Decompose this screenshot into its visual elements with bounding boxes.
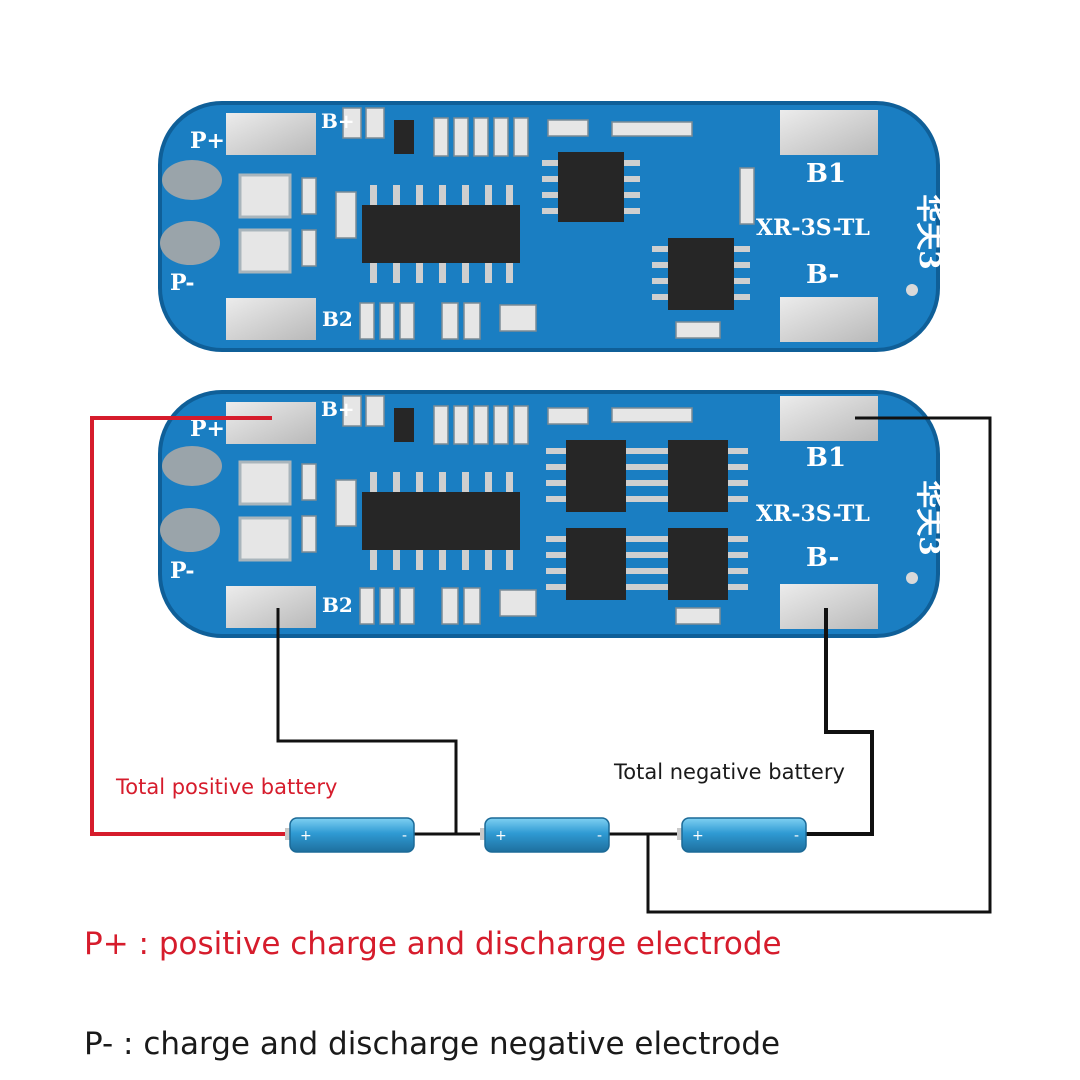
- square-pad: [238, 516, 292, 562]
- ic-protection-chip: [362, 492, 520, 550]
- label-brand: 华夫3: [913, 194, 946, 269]
- label-b-plus: B+: [321, 109, 355, 133]
- battery-cell-3: + -: [677, 817, 807, 853]
- square-pad: [238, 460, 292, 506]
- pcb-substrate: [158, 101, 940, 352]
- mosfet-pins: [542, 160, 750, 300]
- pad-p-plus: [226, 113, 316, 155]
- label-b1: B1: [806, 443, 846, 473]
- label-p-plus: P+: [190, 128, 225, 154]
- cell-minus-sign: -: [794, 828, 799, 844]
- label-total-negative-battery: Total negative battery: [613, 760, 845, 784]
- mosfet-pins: [546, 448, 748, 590]
- mosfet-chip: [566, 528, 626, 600]
- cell-plus-sign: +: [692, 828, 704, 844]
- pcb-board-top: P+ P- B+ B2 B1 B- XR-3S-TL 华夫3: [158, 101, 946, 352]
- ic-pins-top: [370, 185, 513, 283]
- pad-b2: [226, 298, 316, 340]
- solder-blob-p-minus: [160, 508, 220, 552]
- caption-p-minus: P- : charge and discharge negative elect…: [84, 1026, 781, 1062]
- mosfet-chip: [668, 440, 728, 512]
- label-model: XR-3S-TL: [756, 501, 870, 527]
- label-b-minus: B-: [806, 260, 839, 290]
- cell-plus-sign: +: [495, 828, 507, 844]
- battery-cell-1: + -: [285, 817, 415, 853]
- mounting-hole: [906, 284, 918, 296]
- square-pad: [238, 173, 292, 219]
- ic-pins: [370, 472, 513, 570]
- solder-blob-p-plus: [162, 446, 222, 486]
- cell-plus-sign: +: [300, 828, 312, 844]
- wire-b1: [646, 416, 992, 914]
- label-b1: B1: [806, 159, 846, 189]
- mosfet-chip: [558, 152, 624, 222]
- label-p-minus: P-: [170, 558, 194, 584]
- diode: [394, 120, 414, 154]
- label-model: XR-3S-TL: [756, 215, 870, 241]
- wire-total-negative: [806, 608, 874, 836]
- solder-blob-p-minus: [160, 221, 220, 265]
- pad-b2: [226, 586, 316, 628]
- battery-cell-2: + -: [480, 817, 610, 853]
- diode: [394, 408, 414, 442]
- label-b-minus: B-: [806, 543, 839, 573]
- pad-p-plus: [226, 402, 316, 444]
- pcb-board-bottom: P+ P- B+ B2 B1 B- XR-3S-TL 华夫3: [158, 390, 946, 638]
- cell-minus-sign: -: [402, 828, 407, 844]
- mosfet-chip: [668, 528, 728, 600]
- label-b2: B2: [322, 307, 353, 331]
- label-p-minus: P-: [170, 270, 194, 296]
- label-b-plus: B+: [321, 397, 355, 421]
- label-total-positive-battery: Total positive battery: [115, 775, 337, 799]
- label-p-plus: P+: [190, 416, 225, 442]
- mosfet-chip: [668, 238, 734, 310]
- pad-b-minus: [780, 584, 878, 629]
- mounting-hole: [906, 572, 918, 584]
- pad-b-minus: [780, 297, 878, 342]
- cell-minus-sign: -: [597, 828, 602, 844]
- label-b2: B2: [322, 593, 353, 617]
- label-brand: 华夫3: [913, 480, 946, 555]
- mosfet-chip: [566, 440, 626, 512]
- pad-b1: [780, 110, 878, 155]
- smd-components: [301, 395, 721, 625]
- caption-p-plus: P+ : positive charge and discharge elect…: [84, 926, 782, 962]
- square-pad: [238, 228, 292, 274]
- wire-total-positive: [90, 416, 290, 836]
- solder-blob-p-plus: [162, 160, 222, 200]
- ic-protection-chip: [362, 205, 520, 263]
- smd-components: [301, 107, 755, 340]
- wire-b2: [276, 608, 458, 834]
